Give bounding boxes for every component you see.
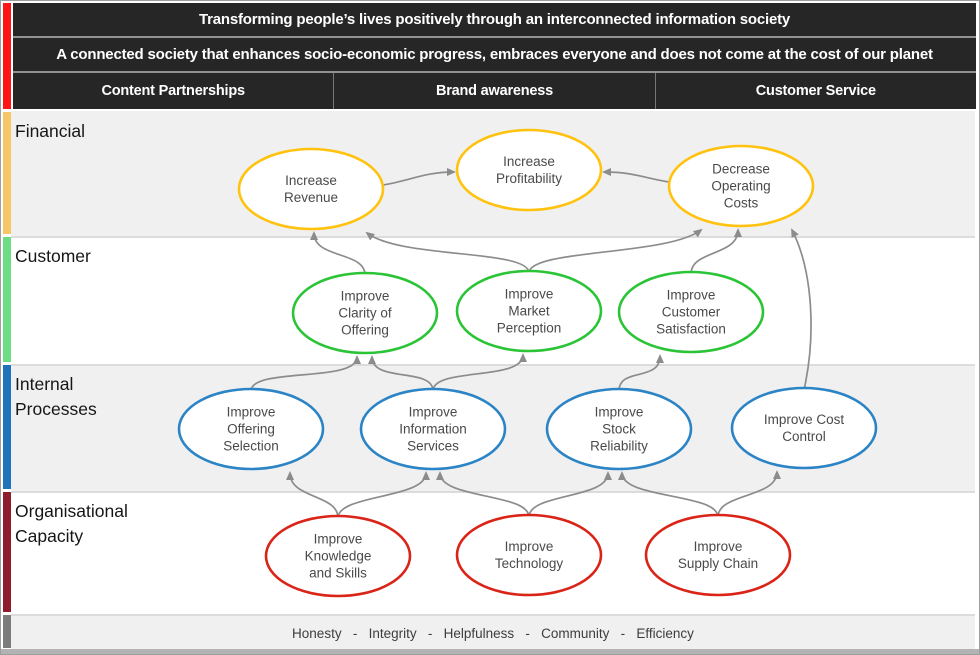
mission-banner: A connected society that enhances socio-… — [13, 38, 976, 71]
perspective-band-internal-processes — [11, 364, 975, 491]
pillar-header-brand-awareness: Brand awareness — [333, 73, 654, 109]
values-footer: Honesty - Integrity - Helpfulness - Comm… — [11, 614, 975, 650]
banner-stack: Transforming people’s lives positively t… — [13, 3, 976, 109]
vision-banner: Transforming people’s lives positively t… — [13, 3, 976, 36]
perspective-stripe-internal-processes — [3, 365, 11, 489]
vision-mission-stripe — [3, 3, 11, 109]
perspective-label-customer: Customer — [15, 246, 91, 266]
perspective-band-organisational-capacity — [11, 491, 975, 614]
perspective-band-customer — [11, 236, 975, 364]
pillar-header-content-partnerships: Content Partnerships — [101, 83, 245, 99]
values-stripe — [3, 615, 11, 648]
perspective-stripe-financial — [3, 112, 11, 234]
perspective-stripe-customer — [3, 237, 11, 362]
bottom-strip — [1, 649, 979, 654]
perspective-label-financial: Financial — [15, 121, 86, 141]
pillar-header-customer-service: Customer Service — [654, 73, 976, 109]
perspective-band-financial — [11, 111, 975, 236]
perspective-stripe-organisational-capacity — [3, 492, 11, 612]
